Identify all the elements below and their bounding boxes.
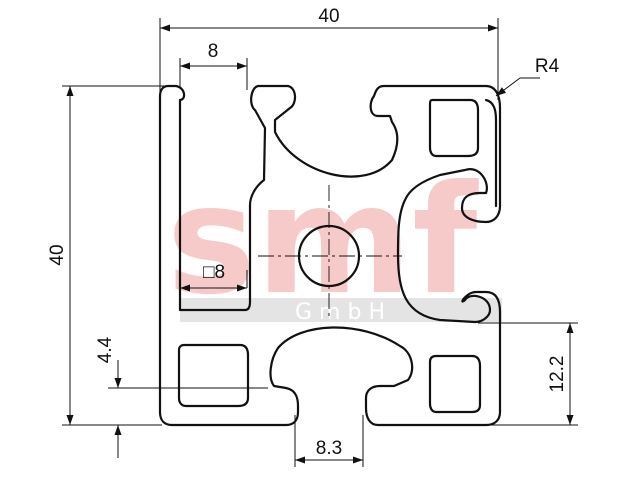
outer-contour bbox=[158, 84, 502, 427]
dim-slot-opening: 8 bbox=[208, 41, 219, 62]
dim-slot-width: 8.3 bbox=[316, 438, 342, 459]
dim-core-square: □8 bbox=[203, 262, 225, 283]
center-lines bbox=[258, 185, 402, 320]
cavity-bottom-left bbox=[177, 343, 250, 408]
cavity-top-right bbox=[428, 98, 480, 158]
watermark: smf G m b H bbox=[167, 154, 502, 328]
dim-overall-height: 40 bbox=[47, 244, 68, 265]
cavity-bottom-right bbox=[428, 354, 482, 414]
dim-overall-width: 40 bbox=[318, 6, 339, 27]
dim-wall-offset: 4.4 bbox=[95, 336, 116, 363]
dim-corner-radius: R4 bbox=[535, 56, 560, 77]
dim-slot-height: 12.2 bbox=[547, 356, 568, 393]
right-edge bbox=[484, 98, 498, 208]
watermark-company: G m b H bbox=[295, 300, 385, 325]
dimension-lines bbox=[66, 24, 574, 464]
